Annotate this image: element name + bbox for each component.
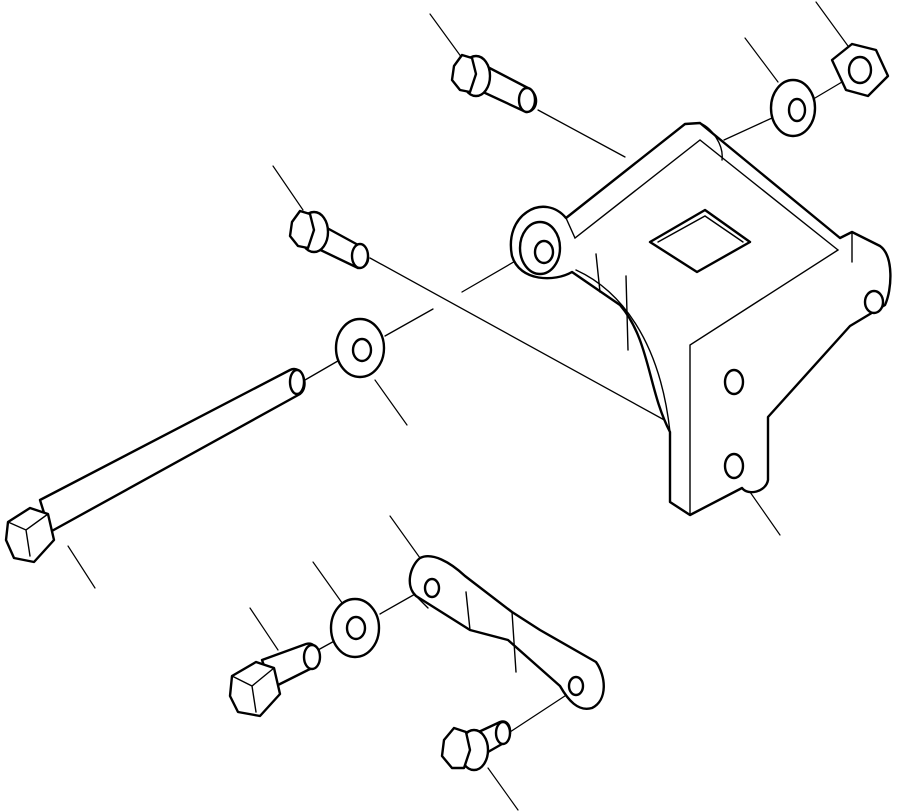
axis-line-link-bottom [509, 689, 575, 733]
washer-top [769, 78, 817, 138]
assembly-lines [304, 81, 843, 733]
bracket-square-slot-inner [657, 215, 744, 243]
link-rib-2 [511, 611, 517, 673]
leader-middle-washer [374, 379, 408, 426]
bolt-hex-edges [7, 513, 49, 557]
link-edge [415, 595, 429, 609]
shank-tip [517, 86, 537, 114]
bracket-web-1 [595, 253, 601, 293]
bracket-mount-hole-1 [863, 289, 885, 315]
shank-tip [494, 720, 512, 746]
axis-line-top-washer [723, 117, 773, 141]
hex-bolt-bottom [228, 642, 322, 718]
bracket-side-edge [689, 249, 839, 516]
washer-bottom [329, 597, 381, 659]
mounting-bracket [509, 121, 892, 517]
leader-bottom-washer [312, 561, 346, 608]
hex-head [440, 726, 472, 770]
hex-head [288, 209, 316, 250]
leader-link [389, 515, 421, 559]
bracket-mount-hole-3 [723, 452, 745, 480]
axis-line-top-bolt [537, 109, 626, 158]
washer-middle [334, 317, 386, 379]
leader-long-bolt [67, 545, 96, 589]
shank-tip [302, 643, 322, 671]
bracket-web-2 [625, 275, 629, 351]
leader-bracket [749, 491, 781, 536]
bracket-top-edge [565, 139, 839, 251]
leader-middle-bolt [272, 165, 304, 211]
flange-bolt-bottom [440, 720, 512, 772]
axis-line-middle-washer [384, 308, 434, 337]
hex-nut [830, 42, 890, 98]
bolt-shank [38, 367, 306, 534]
axis-line-middle-bolt [369, 257, 669, 423]
long-hex-bolt [4, 367, 306, 564]
link-hole-top [423, 577, 441, 599]
hex-head [450, 53, 478, 94]
hex-head [228, 660, 282, 718]
leader-lines [67, 1, 849, 811]
axis-line-long-bolt [304, 357, 344, 381]
shank-tip [350, 242, 370, 270]
leader-bottom-flange-bolt [487, 767, 519, 811]
bracket-square-slot [648, 208, 752, 274]
hex-edges [231, 667, 275, 713]
leader-bottom-bolt [249, 607, 279, 651]
leader-top-washer [744, 37, 779, 83]
washer-hole [787, 97, 807, 123]
leader-top-bolt [429, 13, 463, 59]
bracket-tab-top [839, 231, 853, 239]
bracket-mount-hole-2 [723, 368, 745, 396]
washer-hole [351, 337, 373, 363]
bracket-top-rim [699, 122, 723, 161]
link-hole-bottom [567, 675, 585, 697]
link-rib-1 [465, 591, 471, 631]
link-body [408, 555, 605, 710]
bolt-hex-head [4, 506, 56, 564]
adjusting-link [408, 555, 605, 710]
bracket-body [509, 121, 892, 517]
washer-hole [345, 615, 367, 641]
leader-nut [815, 1, 849, 47]
axis-line-nut [814, 81, 843, 99]
nut-hole [847, 55, 873, 85]
bracket-curve [575, 269, 671, 433]
bolt-tip [288, 368, 306, 396]
flange-bolt-top [450, 53, 538, 114]
bracket-pivot-hole [533, 239, 555, 265]
flange-bolt-middle [288, 209, 370, 270]
